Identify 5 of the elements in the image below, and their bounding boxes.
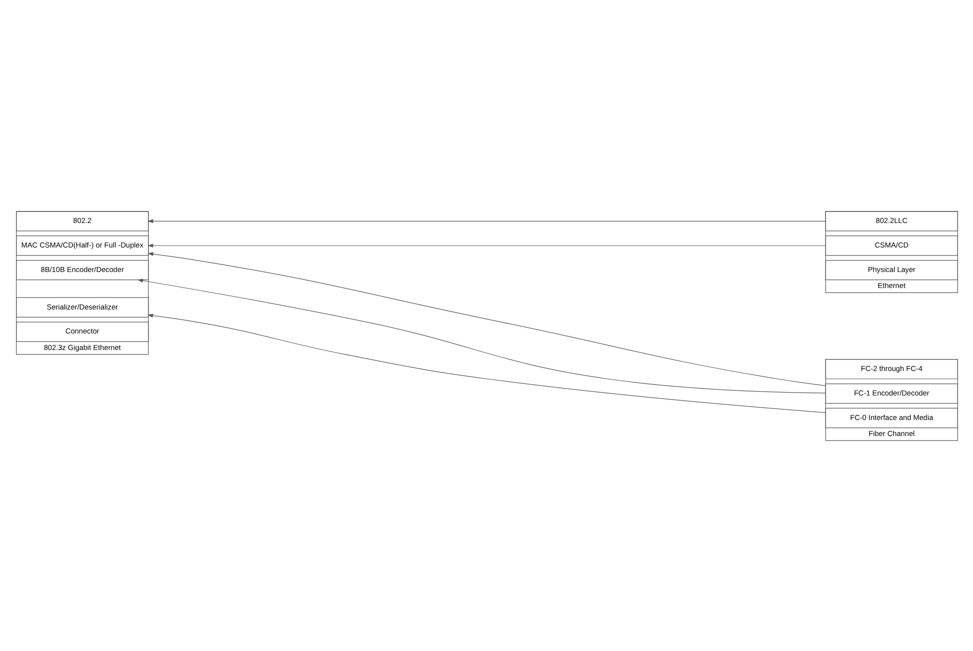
arrow: [147, 252, 826, 386]
arrow: [147, 218, 826, 223]
arrow: [136, 278, 826, 393]
arrow: [147, 243, 826, 248]
arrow: [146, 313, 826, 412]
